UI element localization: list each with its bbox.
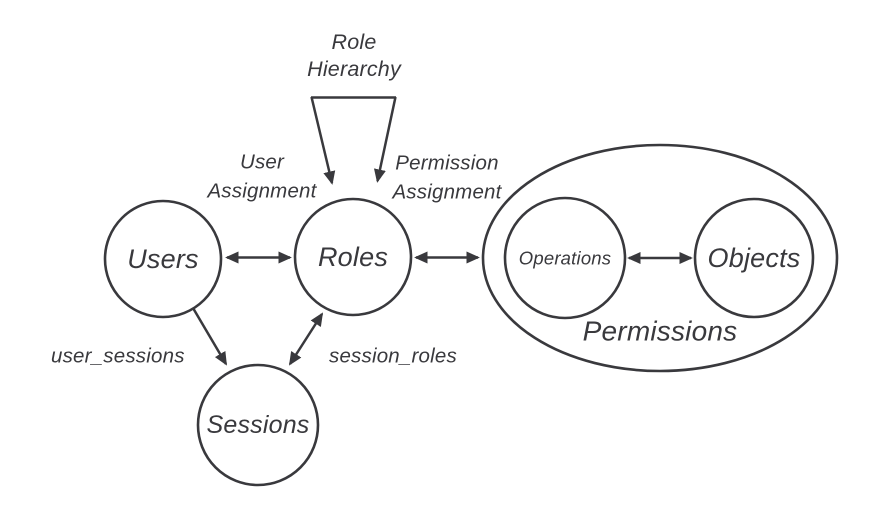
role-hierarchy-label-line1: Role — [331, 30, 376, 54]
permissions-group-label: Permissions — [583, 316, 738, 347]
role-hierarchy-right-arrow — [373, 96, 397, 183]
operations-node-circle — [503, 196, 627, 320]
roles-node-circle — [293, 197, 413, 317]
operations-node-label: Operations — [519, 248, 612, 269]
users-node-label: Users — [127, 244, 199, 274]
user-assignment-label-line2: Assignment — [205, 180, 317, 203]
objects-node-circle — [693, 197, 815, 319]
objects-node-label: Objects — [708, 243, 801, 273]
users-node-circle — [103, 199, 223, 319]
role-hierarchy-label-line2: Hierarchy — [307, 57, 402, 81]
permission-assignment-label-line1: Permission — [395, 152, 498, 175]
roles-node-label: Roles — [318, 242, 388, 272]
user-assignment-label-line1: User — [240, 151, 285, 174]
permissions-group-ellipse — [481, 143, 839, 373]
user-sessions-label: user_sessions — [51, 345, 185, 368]
sessions-roles-arrow — [288, 312, 324, 366]
permission-assignment-label-line2: Assignment — [390, 181, 502, 204]
users-sessions-arrow — [191, 307, 228, 366]
role-hierarchy-left-arrow — [310, 96, 336, 185]
sessions-node-circle — [196, 363, 320, 487]
sessions-node-label: Sessions — [206, 411, 309, 439]
session-roles-label: session_roles — [329, 345, 457, 368]
